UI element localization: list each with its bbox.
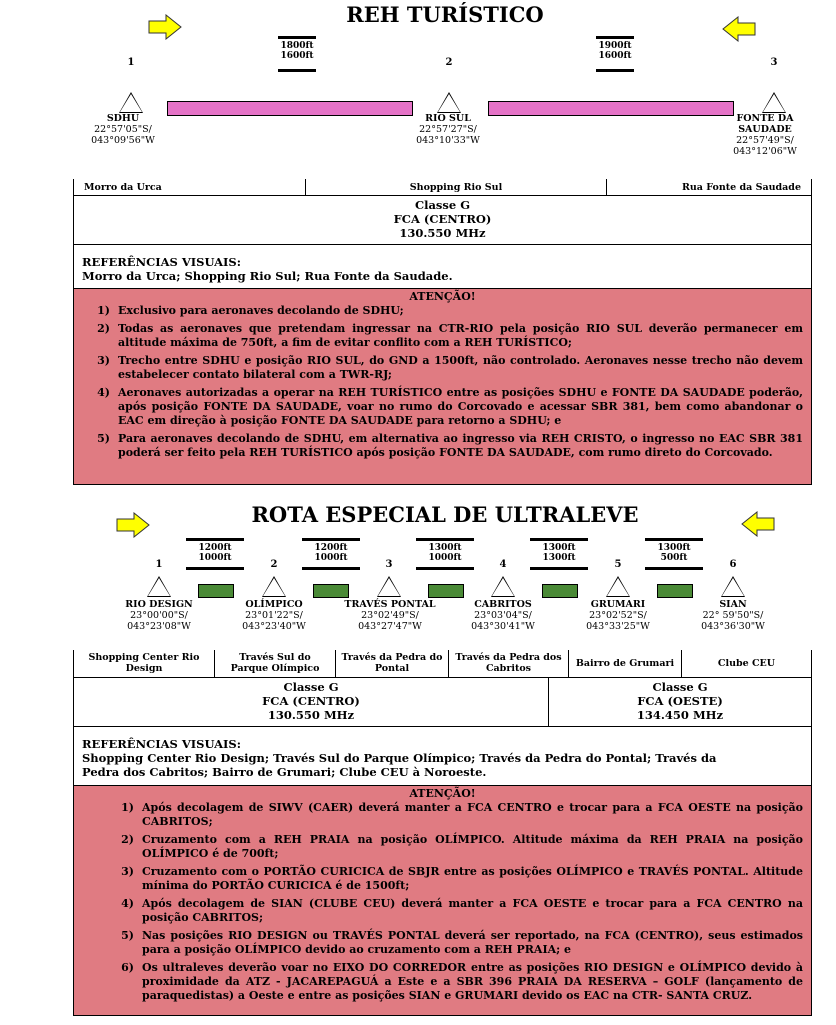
point-number: 1	[155, 559, 163, 570]
point-number: 3	[385, 559, 393, 570]
route-segment	[313, 584, 349, 598]
route-segment	[167, 101, 413, 116]
list-item: 6)Os ultraleves deverão voar no EIXO DO …	[121, 961, 803, 1002]
route-segment	[198, 584, 234, 598]
point-number: 2	[445, 57, 453, 68]
waypoint-triangle-icon	[262, 576, 286, 597]
attention-heading: ATENÇÃO!	[409, 290, 476, 303]
waypoint-triangle-icon	[377, 576, 401, 597]
list-item: 4)Aeronaves autorizadas a operar na REH …	[97, 386, 803, 427]
frequency-box: Classe G FCA (CENTRO) 130.550 MHz	[73, 195, 812, 245]
point-number: 5	[614, 559, 622, 570]
list-item: 2)Todas as aeronaves que pretendam ingre…	[97, 322, 803, 349]
visual-references: REFERÊNCIAS VISUAIS: Shopping Center Rio…	[73, 726, 812, 786]
point-number: 1	[127, 57, 135, 68]
list-item: 2)Cruzamento com a REH PRAIA na posição …	[121, 833, 803, 860]
route-segment	[542, 584, 578, 598]
list-item: 4)Após decolagem de SIAN (CLUBE CEU) dev…	[121, 897, 803, 924]
attention-list: 1)Exclusivo para aeronaves decolando de …	[74, 304, 811, 460]
waypoint-triangle-icon	[762, 92, 786, 113]
arrow-left-icon	[741, 511, 775, 537]
waypoint-triangle-icon	[437, 92, 461, 113]
route-segment	[657, 584, 693, 598]
references-row: Morro da Urca Shopping Rio Sul Rua Fonte…	[73, 179, 812, 196]
route-segment	[488, 101, 734, 116]
attention-heading: ATENÇÃO!	[409, 787, 476, 800]
section1-title: REH TURÍSTICO	[346, 2, 544, 27]
list-item: 5)Nas posições RIO DESIGN ou TRAVÉS PONT…	[121, 929, 803, 956]
point-number: 4	[499, 559, 507, 570]
attention-list: 1)Após decolagem de SIWV (CAER) deverá m…	[74, 801, 811, 1003]
arrow-right-icon	[148, 14, 182, 40]
waypoint-triangle-icon	[721, 576, 745, 597]
arrow-right-icon	[116, 512, 150, 538]
route-segment	[428, 584, 464, 598]
list-item: 5)Para aeronaves decolando de SDHU, em a…	[97, 432, 803, 459]
waypoint-triangle-icon	[491, 576, 515, 597]
point-number: 3	[770, 57, 778, 68]
list-item: 1)Após decolagem de SIWV (CAER) deverá m…	[121, 801, 803, 828]
frequency-box-oeste: Classe G FCA (OESTE) 134.450 MHz	[548, 677, 812, 727]
attention-box: ATENÇÃO! 1)Exclusivo para aeronaves deco…	[73, 288, 812, 485]
waypoint-triangle-icon	[606, 576, 630, 597]
point-number: 6	[729, 559, 737, 570]
frequency-box-centro: Classe G FCA (CENTRO) 130.550 MHz	[73, 677, 549, 727]
waypoint-triangle-icon	[119, 92, 143, 113]
waypoint-triangle-icon	[147, 576, 171, 597]
references-row: Shopping Center Rio Design Través Sul do…	[73, 650, 812, 678]
list-item: 1)Exclusivo para aeronaves decolando de …	[97, 304, 404, 317]
attention-box: ATENÇÃO! 1)Após decolagem de SIWV (CAER)…	[73, 785, 812, 1016]
list-item: 3)Cruzamento com o PORTÃO CURICICA de SB…	[121, 865, 803, 892]
arrow-left-icon	[722, 16, 756, 42]
point-number: 2	[270, 559, 278, 570]
list-item: 3)Trecho entre SDHU e posição RIO SUL, d…	[97, 354, 803, 381]
section2-title: ROTA ESPECIAL DE ULTRALEVE	[251, 502, 639, 527]
visual-references: REFERÊNCIAS VISUAIS: Morro da Urca; Shop…	[73, 244, 812, 289]
